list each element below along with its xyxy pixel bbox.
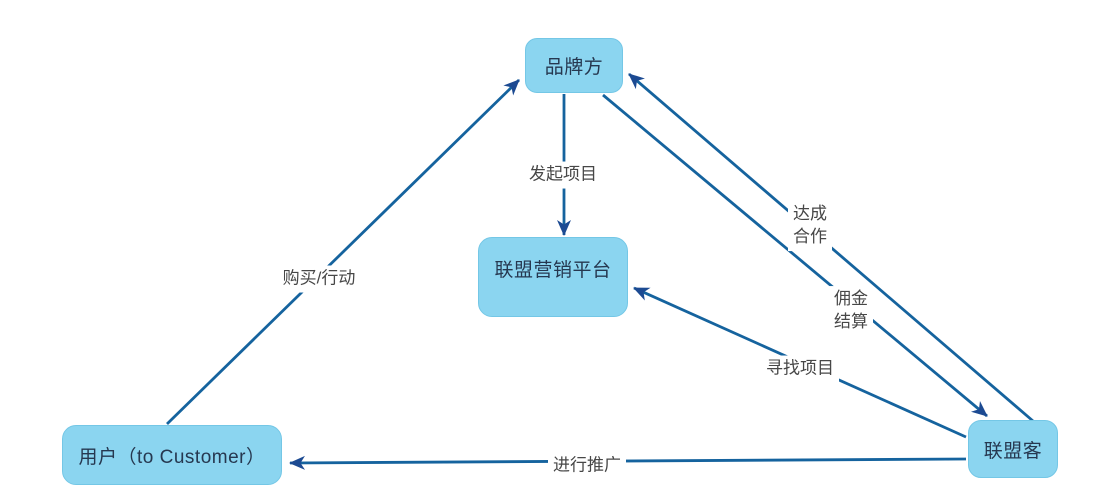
node-brand: 品牌方	[525, 38, 623, 93]
edge-label-cooperate: 达成 合作	[788, 201, 832, 251]
edge-label-promote: 进行推广	[548, 452, 626, 480]
node-affiliate: 联盟客	[968, 420, 1058, 478]
edge-commission-line	[602, 93, 988, 418]
edge-label-initiate: 发起项目	[524, 161, 602, 189]
edge-label-purchase: 购买/行动	[277, 265, 361, 293]
edge-purchase-line	[166, 78, 520, 426]
edge-label-find: 寻找项目	[761, 355, 839, 383]
node-platform: 联盟营销平台	[478, 237, 628, 317]
edge-label-commission: 佣金 结算	[829, 286, 873, 336]
edge-promote-line	[289, 455, 967, 470]
node-user: 用户（to Customer）	[62, 425, 282, 485]
